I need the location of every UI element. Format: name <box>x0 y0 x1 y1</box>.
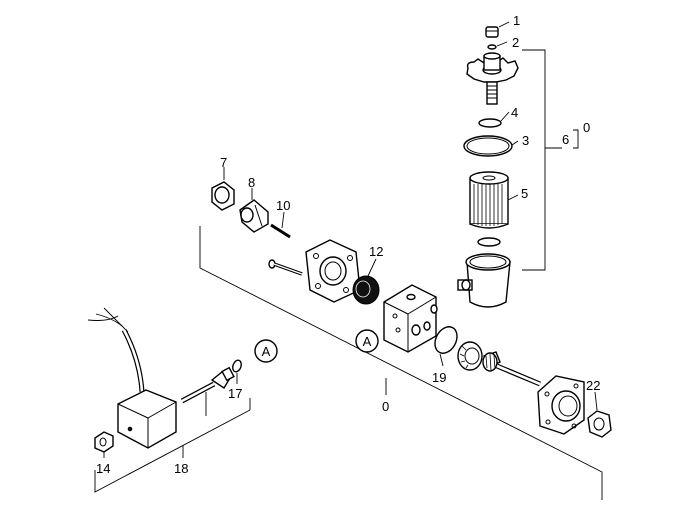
filter-bowl-o-ring <box>477 237 501 247</box>
plunger-tube <box>180 366 235 416</box>
part-7-cap <box>211 181 235 211</box>
callout-4: 4 <box>511 105 518 120</box>
solenoid-coil-box <box>117 389 177 449</box>
part-17-o-ring <box>232 359 242 373</box>
right-flange <box>537 375 585 435</box>
part-8-fitting <box>239 199 269 233</box>
svg-text:A: A <box>262 344 271 359</box>
callout-0-top: 0 <box>583 120 590 135</box>
callout-17: 17 <box>228 386 242 401</box>
part-1-plug <box>485 26 499 38</box>
left-flange <box>305 239 361 303</box>
callout-22: 22 <box>586 378 600 393</box>
callout-6: 6 <box>562 132 569 147</box>
gear-ring <box>457 341 483 371</box>
part-4-o-ring <box>478 118 502 128</box>
filter-cap <box>466 52 519 105</box>
callout-12: 12 <box>369 244 383 259</box>
callout-19: 19 <box>432 370 446 385</box>
callout-10: 10 <box>276 198 290 213</box>
part-12-membrane <box>352 275 380 305</box>
callout-1: 1 <box>513 13 520 28</box>
part-19-o-ring <box>434 326 458 354</box>
callout-18: 18 <box>174 461 188 476</box>
callout-7: 7 <box>220 155 227 170</box>
part-22-nut <box>587 410 612 438</box>
callout-6-group: 6 0 <box>562 120 590 149</box>
reference-marker-a-right: A <box>254 339 278 363</box>
drive-shaft <box>482 351 541 387</box>
callout-0-bottom: 0 <box>382 399 389 414</box>
svg-text:A: A <box>363 334 372 349</box>
solenoid-assembly <box>87 307 242 453</box>
filter-bowl <box>457 253 511 308</box>
callout-14: 14 <box>96 461 110 476</box>
part-14-nut <box>94 431 114 453</box>
callout-3: 3 <box>522 133 529 148</box>
part-5-filter-cartridge <box>469 171 509 229</box>
callout-5: 5 <box>521 186 528 201</box>
part-2-ring <box>487 44 497 50</box>
callout-2: 2 <box>512 35 519 50</box>
assembly-bracket-lines <box>94 49 603 500</box>
right-branch-parts <box>434 326 612 438</box>
callout-8: 8 <box>248 175 255 190</box>
left-branch-parts <box>211 181 380 305</box>
solenoid-cables <box>87 307 145 393</box>
reference-marker-a-left: A <box>355 329 379 353</box>
part-10-pin <box>270 223 291 239</box>
flange-bolt <box>268 259 303 276</box>
valve-body <box>383 284 438 353</box>
callout-labels: 1 2 4 3 5 6 0 7 8 10 12 19 22 0 17 14 18 <box>96 13 600 476</box>
part-3-seal-ring <box>463 135 513 157</box>
callout-leader-lines <box>103 21 598 458</box>
filter-housing-stack <box>457 26 519 308</box>
